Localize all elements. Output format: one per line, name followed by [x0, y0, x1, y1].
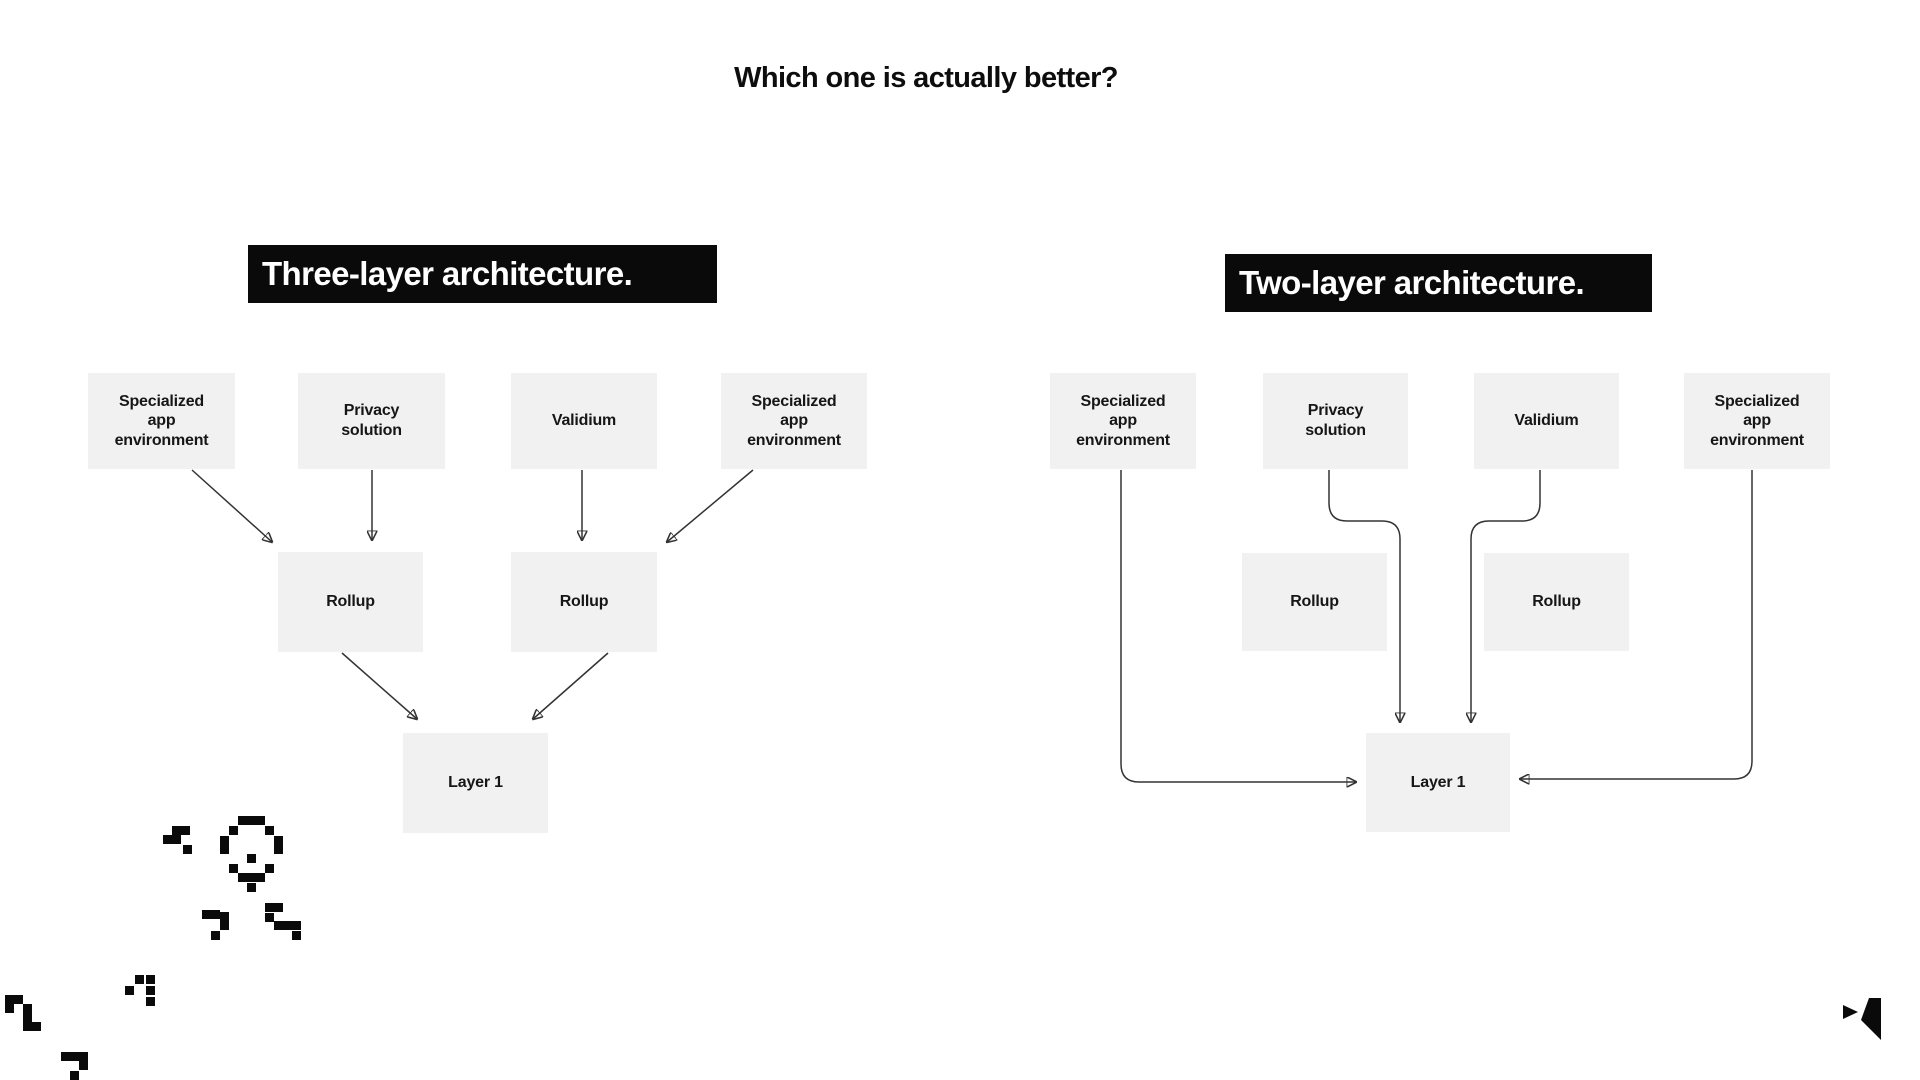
right-node-specialized-app-environment-2: Specialized app environment: [1684, 373, 1830, 469]
pixel-square: [181, 826, 190, 835]
pixel-square: [229, 864, 238, 873]
pixel-square: [265, 826, 274, 835]
left-node-rollup-2: Rollup: [511, 552, 657, 652]
brand-logo: [1843, 998, 1881, 1040]
pixel-square: [247, 854, 256, 863]
pixel-square: [220, 912, 229, 921]
pixel-square: [247, 883, 256, 892]
right-node-rollup-1: Rollup: [1242, 553, 1387, 651]
pixel-square: [274, 836, 283, 845]
pixel-square: [32, 1022, 41, 1031]
arrow-rollup2-to-layer1: [533, 652, 609, 719]
pixel-square: [125, 986, 134, 995]
arrow-rollup1-to-layer1: [341, 652, 417, 719]
pixel-square: [14, 995, 23, 1004]
pixel-square: [274, 921, 283, 930]
left-diagram-title: Three-layer architecture.: [248, 245, 717, 303]
pixel-square: [172, 835, 181, 844]
pixel-square: [79, 1052, 88, 1061]
page-title: Which one is actually better?: [734, 62, 1118, 94]
pixel-square: [265, 903, 274, 912]
arrow-spec2-to-rollup2: [667, 469, 754, 542]
right-node-validium: Validium: [1474, 373, 1619, 469]
pixel-square: [61, 1052, 70, 1061]
pixel-square: [23, 1022, 32, 1031]
pixel-square: [220, 921, 229, 930]
pixel-square: [183, 845, 192, 854]
pixel-square: [70, 1071, 79, 1080]
pixel-square: [5, 1004, 14, 1013]
pixel-square: [238, 873, 247, 882]
pixel-square: [211, 931, 220, 940]
left-node-layer-1: Layer 1: [403, 733, 548, 833]
right-node-layer-1: Layer 1: [1366, 733, 1510, 832]
pixel-square: [146, 975, 155, 984]
pixel-square: [247, 873, 256, 882]
right-node-specialized-app-environment-1: Specialized app environment: [1050, 373, 1196, 469]
pixel-square: [163, 835, 172, 844]
pixel-square: [23, 1004, 32, 1013]
pixel-square: [274, 903, 283, 912]
pixel-square: [70, 1052, 79, 1061]
pixel-square: [274, 845, 283, 854]
left-node-rollup-1: Rollup: [278, 552, 423, 652]
pixel-square: [247, 816, 256, 825]
pixel-square: [146, 997, 155, 1006]
pixel-square: [79, 1061, 88, 1070]
right-diagram-title: Two-layer architecture.: [1225, 254, 1652, 312]
pixel-square: [146, 986, 155, 995]
left-node-validium: Validium: [511, 373, 657, 469]
logo-triangle: [1843, 1005, 1858, 1019]
pixel-square: [220, 845, 229, 854]
pixel-square: [220, 836, 229, 845]
left-node-specialized-app-environment-2: Specialized app environment: [721, 373, 867, 469]
pixel-square: [211, 910, 220, 919]
right-node-rollup-2: Rollup: [1484, 553, 1629, 651]
pixel-square: [5, 995, 14, 1004]
left-node-privacy-solution: Privacy solution: [298, 373, 445, 469]
pixel-square: [202, 910, 211, 919]
pixel-square: [256, 816, 265, 825]
pixel-square: [265, 864, 274, 873]
pixel-square: [256, 873, 265, 882]
pixel-square: [283, 921, 292, 930]
pixel-square: [135, 975, 144, 984]
logo-pennant: [1861, 998, 1881, 1040]
pixel-square: [172, 826, 181, 835]
pixel-square: [292, 921, 301, 930]
pixel-square: [265, 913, 274, 922]
pixel-square: [229, 826, 238, 835]
pixel-square: [23, 1013, 32, 1022]
right-node-privacy-solution: Privacy solution: [1263, 373, 1408, 469]
arrow-spec1-to-rollup1: [191, 469, 272, 542]
left-node-specialized-app-environment-1: Specialized app environment: [88, 373, 235, 469]
pixel-square: [238, 816, 247, 825]
pixel-square: [292, 931, 301, 940]
